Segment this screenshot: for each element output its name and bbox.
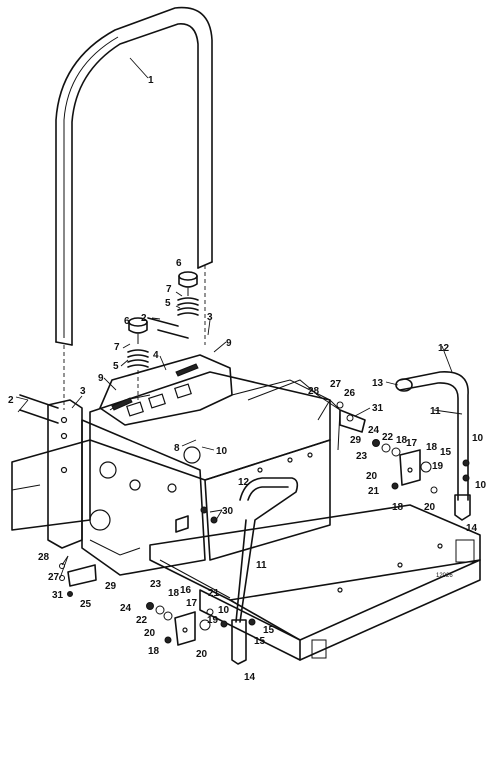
callout-21: 21 [368,486,380,497]
callout-23: 23 [356,451,368,462]
lower-frame-rails [149,379,481,661]
hardware-right [336,401,470,494]
leader-lines [15,57,463,579]
alignment-lines [63,265,206,410]
callout-22: 22 [382,432,394,443]
callout-18: 18 [396,435,408,446]
callout-25: 25 [80,599,92,610]
callout-20c: 20 [144,628,156,639]
callout-10: 10 [216,446,228,457]
callout-15b: 15 [263,625,275,636]
callout-13: 13 [372,378,384,389]
callout-1: 1 [148,75,154,86]
callout-19b: 19 [207,615,219,626]
bolts [19,317,189,424]
callout-10d: 10 [218,605,230,616]
callout-14b: 14 [244,672,256,683]
callout-16: 16 [180,585,192,596]
figure-id: 12026 [436,573,453,579]
callout-29: 29 [350,435,362,446]
callout-2b: 2 [141,313,147,324]
callout-22b: 22 [136,615,148,626]
hardware-left [59,506,256,646]
callout-14: 14 [466,523,478,534]
callout-17: 17 [406,438,418,449]
callout-19: 19 [432,461,444,472]
callout-28: 28 [308,386,320,397]
control-lever-front [231,477,299,665]
callout-9b: 9 [226,338,232,349]
callout-24b: 24 [120,603,132,614]
mount-bracket-left [47,399,83,549]
callout-12: 12 [438,343,450,354]
callout-6b: 6 [124,316,130,327]
callout-20d: 20 [196,649,208,660]
callout-18c: 18 [392,502,404,513]
callout-31b: 31 [52,590,64,601]
callout-31: 31 [372,403,384,414]
callout-7: 7 [166,284,172,295]
callout-28b: 28 [38,552,50,563]
callout-18b: 18 [426,442,438,453]
callout-10b: 10 [472,433,484,444]
callout-10c: 10 [475,480,487,491]
callout-15c: 15 [254,636,266,647]
control-lever-rear [395,371,471,521]
callout-23b: 23 [150,579,162,590]
callout-8: 8 [174,443,180,454]
callout-7b: 7 [114,342,120,353]
callout-2: 2 [8,395,14,406]
callout-15: 15 [440,447,452,458]
callout-27: 27 [330,379,342,390]
callout-3b: 3 [207,312,213,323]
callout-24: 24 [368,425,380,436]
callout-5b: 5 [113,361,119,372]
callout-30: 30 [222,506,234,517]
callout-18e: 18 [148,646,160,657]
callout-17b: 17 [186,598,198,609]
main-frame [11,354,341,576]
callout-9: 9 [98,373,104,384]
isolator-stack-lower [127,317,149,368]
callout-20: 20 [366,471,378,482]
callout-20b: 20 [424,502,436,513]
roll-bar [55,6,213,346]
callout-6: 6 [176,258,182,269]
callout-3: 3 [80,386,86,397]
callout-29b: 29 [105,581,117,592]
callout-26: 26 [344,388,356,399]
callout-12b: 12 [238,477,250,488]
callout-5: 5 [165,298,171,309]
callout-4: 4 [153,350,159,361]
callout-11: 11 [430,406,441,417]
isolator-stack-upper [177,271,199,316]
callout-11b: 11 [256,560,267,571]
callout-27b: 27 [48,572,60,583]
callout-21b: 21 [208,588,220,599]
callout-18d: 18 [168,588,180,599]
callouts: 1 2 2 3 3 4 5 5 6 6 7 7 8 9 9 10 10 10 1… [8,75,487,683]
